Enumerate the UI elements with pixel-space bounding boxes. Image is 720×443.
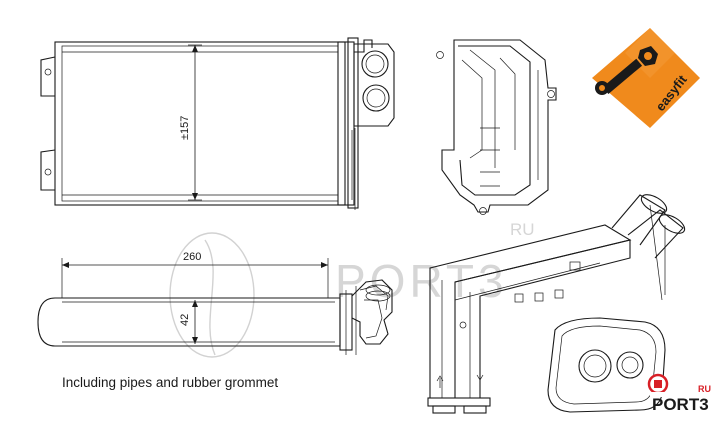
logo-text: PORT3 [652, 395, 709, 414]
height-dimension-label: ±157 [179, 116, 191, 140]
caption: Including pipes and rubber grommet [62, 375, 279, 390]
isometric-view [427, 194, 686, 414]
front-view: ±157 [40, 37, 395, 210]
port3-logo: PORT3 RU [647, 373, 711, 414]
logo-suffix: RU [698, 384, 711, 394]
top-view: 260 42 [37, 251, 393, 355]
side-view [436, 39, 557, 215]
watermark-text: PORT3 [335, 255, 508, 307]
watermark: PORT3 RU [169, 220, 535, 358]
depth-dimension-label: 42 [179, 314, 191, 326]
easyfit-badge: easyfit [592, 28, 700, 128]
watermark-suffix: RU [510, 220, 535, 239]
wrench-bolt-icon [595, 46, 658, 95]
length-dimension-label: 260 [183, 251, 201, 263]
